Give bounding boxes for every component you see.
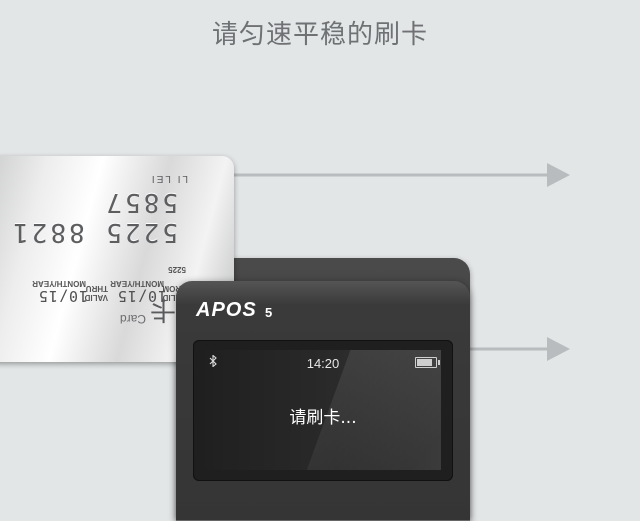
card-code: 5225	[168, 265, 186, 274]
valid-thru-label: VALID THRU	[84, 284, 108, 302]
card-number: 5225 8821 5857	[10, 187, 178, 247]
model-number: 5	[265, 305, 273, 320]
monthyear-label: MONTH/YEAR	[32, 279, 86, 288]
arrow-right-icon	[225, 163, 570, 187]
monthyear-label: MONTH/YEAR	[110, 279, 164, 288]
clock: 14:20	[306, 356, 340, 371]
bluetooth-icon	[209, 354, 218, 370]
swipe-prompt: 请刷卡...	[289, 408, 357, 428]
screen-bezel: 14:20 请刷卡...	[193, 340, 453, 481]
pos-terminal: APOS 5 14:20 请刷卡...	[176, 281, 470, 521]
battery-icon	[415, 357, 440, 368]
valid-thru-date: 10/15	[37, 287, 88, 305]
swipe-arrow-top	[225, 160, 575, 190]
bank-name: 卡	[149, 294, 176, 324]
brand-logo: APOS	[196, 299, 257, 321]
card-type: Card	[119, 312, 146, 326]
card-holder: LI LEI	[149, 173, 188, 184]
swipe-instruction: 请匀速平稳的刷卡	[211, 20, 428, 50]
terminal-screen: 14:20 请刷卡...	[205, 350, 441, 470]
